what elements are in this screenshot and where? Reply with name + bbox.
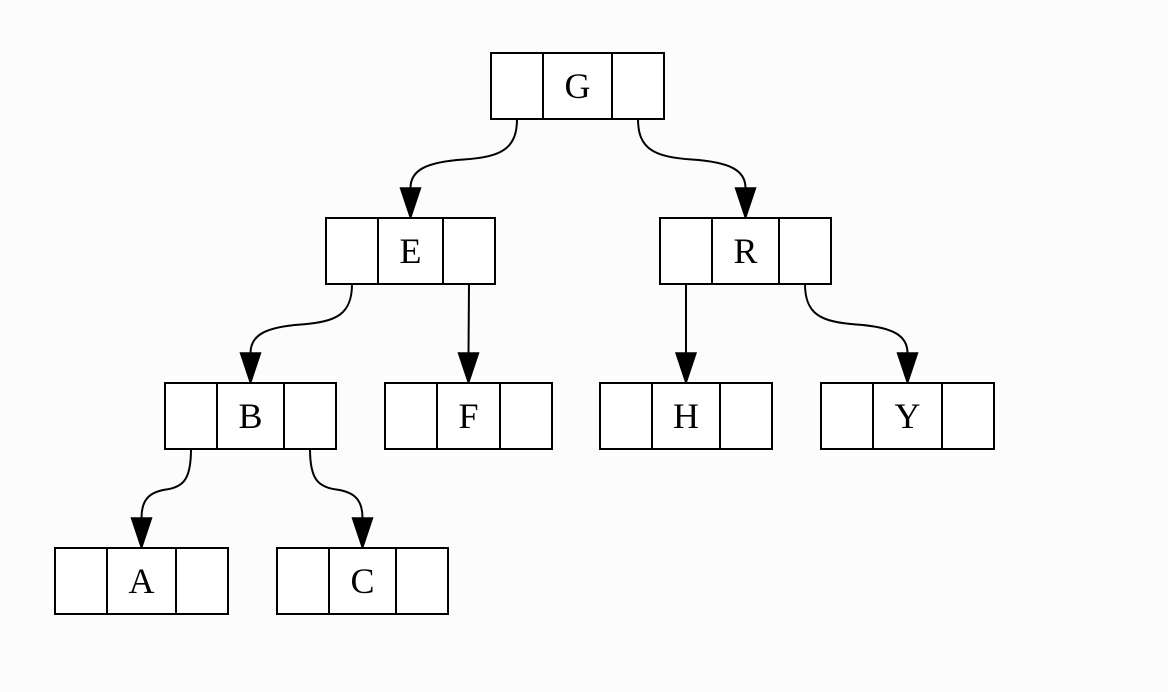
right-pointer-cell [395, 547, 449, 615]
arrowhead [239, 352, 262, 386]
left-pointer-cell [276, 547, 330, 615]
left-pointer-cell [599, 382, 653, 450]
value-cell [651, 382, 721, 450]
node-label: Y [895, 396, 921, 436]
node-r: R [659, 217, 832, 285]
edge-R-Y [804, 283, 919, 386]
edge-B-C [309, 448, 374, 551]
left-pointer-cell [820, 382, 874, 450]
arrowhead [130, 517, 153, 551]
right-pointer-cell [283, 382, 337, 450]
node-label: E [400, 231, 422, 271]
node-label: A [129, 561, 155, 601]
right-pointer-cell [499, 382, 553, 450]
node-label: B [238, 396, 262, 436]
left-pointer-cell [659, 217, 713, 285]
left-pointer-cell [384, 382, 438, 450]
edge-G-E [399, 118, 518, 221]
right-pointer-cell [941, 382, 995, 450]
edge-G-R [637, 118, 757, 221]
arrowhead [674, 352, 698, 386]
edge-B-A [130, 448, 192, 551]
edge-E-B [239, 283, 353, 386]
right-pointer-cell [778, 217, 832, 285]
right-pointer-cell [175, 547, 229, 615]
arrowhead [399, 187, 422, 221]
value-cell [711, 217, 780, 285]
node-label: R [733, 231, 757, 271]
value-cell [328, 547, 397, 615]
right-pointer-cell [442, 217, 496, 285]
value-cell [377, 217, 444, 285]
value-cell [106, 547, 177, 615]
left-pointer-cell [164, 382, 218, 450]
value-cell [436, 382, 501, 450]
node-g: G [490, 52, 665, 120]
arrowhead [734, 187, 757, 221]
nodes: G E R B F H Y A C [54, 52, 995, 615]
value-cell [542, 52, 613, 120]
node-h: H [599, 382, 773, 450]
right-pointer-cell [611, 52, 665, 120]
node-a: A [54, 547, 229, 615]
node-e: E [325, 217, 496, 285]
value-cell [872, 382, 943, 450]
node-label: G [565, 66, 591, 106]
node-y: Y [820, 382, 995, 450]
arrowhead [457, 352, 480, 386]
arrowhead [351, 517, 374, 551]
node-label: H [673, 396, 699, 436]
edge-E-F [457, 283, 480, 386]
edge-R-H [674, 284, 698, 386]
left-pointer-cell [325, 217, 379, 285]
node-f: F [384, 382, 553, 450]
node-label: C [350, 561, 374, 601]
node-label: F [458, 396, 478, 436]
arrowhead [896, 352, 919, 386]
left-pointer-cell [54, 547, 108, 615]
node-c: C [276, 547, 449, 615]
left-pointer-cell [490, 52, 544, 120]
node-b: B [164, 382, 337, 450]
edges [130, 118, 919, 551]
right-pointer-cell [719, 382, 773, 450]
